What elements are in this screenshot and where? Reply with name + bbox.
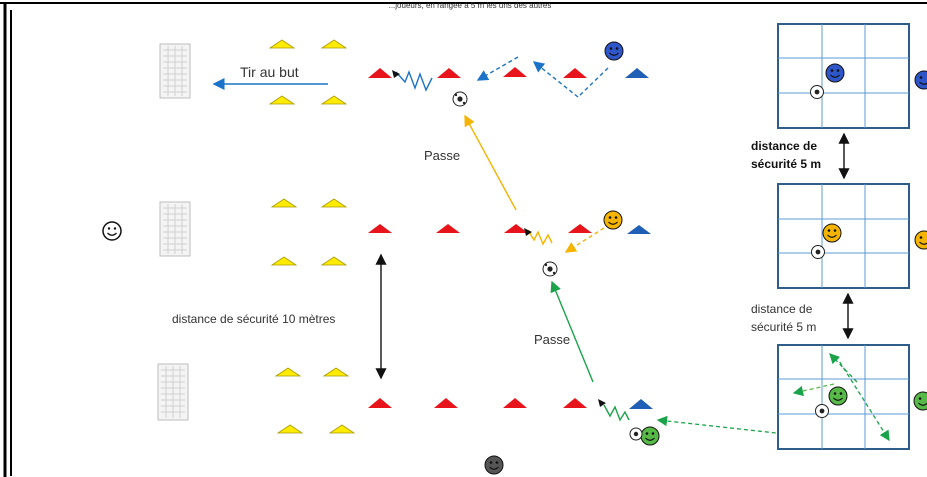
red-cones [368,67,592,408]
ball-icon [811,245,825,259]
pass-label-1: Passe [424,148,460,163]
goal-icon [159,201,191,257]
zigzag-dribble-icon [527,229,553,246]
player-icon [913,391,927,411]
pass-arrow [550,280,594,383]
run-arrow [564,227,605,253]
player-icon [914,230,927,250]
player-icon [914,70,927,90]
yellow-cones [268,39,356,434]
run-arrow [476,56,519,81]
ball-icon [629,427,643,441]
player-icon [822,223,842,243]
zigzag-dribble-icon [395,70,433,92]
arrow-icon [524,228,532,236]
player-icon [640,426,660,446]
safety-5m-label-2b: sécurité 5 m [751,320,816,334]
pass-arrow [464,114,517,211]
zigzag-dribble-icon [603,404,630,422]
safety-10m-label: distance de sécurité 10 mètres [172,312,335,326]
pass-label-2: Passe [534,332,570,347]
run-arrow [532,61,579,98]
ball-icon [542,261,558,277]
header-text: ...joueurs, en rangée à 5 m les uns des … [389,1,552,10]
player-icon [604,41,624,61]
player-icon [484,455,504,475]
safety-5m-label-2a: distance de [751,302,813,316]
player-icon [828,386,848,406]
run-line [577,67,609,98]
shot-label: Tir au but [240,64,299,80]
player-icon [603,210,623,230]
arrow-icon [598,399,606,407]
run-arrow [835,355,890,442]
goal-icon [159,43,191,99]
ball-icon [810,85,824,99]
safety-5m-label-1b: sécurité 5 m [751,157,821,171]
safety-5m-label-1a: distance de [751,139,817,153]
player-icon [825,63,845,83]
smiley-icon [102,221,122,241]
run-arrow [656,415,895,447]
ball-icon [815,404,829,418]
arrow-icon [392,70,400,78]
grid-square [777,183,910,289]
ball-icon [452,91,468,107]
blue-cones [625,68,653,409]
goal-icon [157,363,189,421]
